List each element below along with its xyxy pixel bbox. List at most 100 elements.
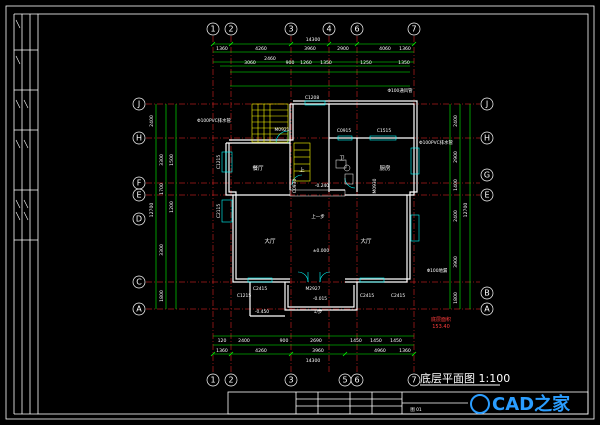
axis-right-A: A xyxy=(484,305,490,314)
dims-left: 2400 3300 1500 1700 1200 3300 1800 12700 xyxy=(149,115,175,302)
axis-markers-top xyxy=(206,22,421,36)
sheet-frame xyxy=(5,5,595,420)
dim-left-4: 1200 xyxy=(169,201,175,213)
note-drain-2: Φ100PVC排水管 xyxy=(419,139,453,146)
axis-bottom-5: 5 xyxy=(342,376,347,385)
tag-c1215-b: C1215 xyxy=(237,293,251,299)
title-block xyxy=(227,391,589,415)
brand-ring-icon xyxy=(470,394,490,414)
title-block-cell: 图 01 xyxy=(410,407,422,413)
stairs xyxy=(251,103,311,182)
axis-top-6: 6 xyxy=(354,25,359,34)
room-living-left: 大厅 xyxy=(264,237,276,245)
dim-top-r2-2: 900 xyxy=(286,60,295,66)
note-drain-1: Φ100PVC排水管 xyxy=(197,117,231,124)
tag-c0930: C0930 xyxy=(292,179,298,193)
dim-top-r2-5: 1250 xyxy=(360,60,372,66)
dim-top-r1-1: 4260 xyxy=(255,46,267,52)
axis-top-1: 1 xyxy=(210,25,215,34)
dim-bottom-r1-2: 3960 xyxy=(312,348,324,354)
dim-top-r1-2: 3960 xyxy=(304,46,316,52)
axis-top-2: 2 xyxy=(228,25,233,34)
axis-right-J: J xyxy=(485,100,488,109)
dim-bottom-r2-1: 2400 xyxy=(238,338,250,344)
axis-markers-left xyxy=(132,97,146,316)
dimension-ticks xyxy=(210,41,417,357)
tag-c1215: C1215 xyxy=(216,155,222,169)
dim-top-r1-3: 2900 xyxy=(337,46,349,52)
dim-top-r1-5: 1360 xyxy=(399,46,411,52)
axis-left-F: F xyxy=(137,179,142,188)
dim-bottom-r2-5: 1450 xyxy=(370,338,382,344)
dim-top-total: 14300 xyxy=(306,37,321,43)
axis-left-H: H xyxy=(136,134,142,143)
tag-step: 1/步 xyxy=(314,309,323,315)
dim-bottom-r2-6: 1450 xyxy=(390,338,402,344)
windows xyxy=(221,100,420,283)
room-storage: 上一步 xyxy=(311,213,325,220)
dim-left-2: 1500 xyxy=(169,154,175,166)
dim-right-5: 1800 xyxy=(453,292,459,304)
axis-bottom-7: 7 xyxy=(411,376,416,385)
axis-top-4: 4 xyxy=(326,25,331,34)
note-vent: Φ100通风管 xyxy=(387,87,413,94)
dim-top-r2-1: 2460 xyxy=(264,56,276,62)
axis-right-G: G xyxy=(484,171,490,180)
area-label: 底层面积 xyxy=(431,316,451,323)
dim-top-r2-3: 1260 xyxy=(300,60,312,66)
tag-c0915: C0915 xyxy=(337,128,351,134)
dim-bottom-r2-4: 1450 xyxy=(350,338,362,344)
tag-m0930: M0930 xyxy=(372,178,378,193)
axis-right-E: E xyxy=(484,191,489,200)
dim-top-r2-6: 1350 xyxy=(398,60,410,66)
plan-title: 底层平面图 1:100 xyxy=(420,371,510,385)
dim-top-r2-0: 3060 xyxy=(244,60,256,66)
tag-c2115: C2115 xyxy=(216,204,222,218)
level-porch: -0.015 xyxy=(313,296,327,302)
dim-top-r2-4: 1350 xyxy=(320,60,332,66)
doors xyxy=(275,130,356,283)
dim-top-r1-4: 4060 xyxy=(379,46,391,52)
dim-top-r1-0: 1360 xyxy=(216,46,228,52)
axis-top-3: 3 xyxy=(288,25,293,34)
axis-bottom-2: 2 xyxy=(228,376,233,385)
dimension-lines xyxy=(155,43,471,355)
axis-markers-bottom xyxy=(206,373,421,387)
axis-right-B: B xyxy=(484,289,490,298)
dim-left-total: 12700 xyxy=(149,203,155,218)
dims-right: 2400 2900 1400 2400 3900 1800 12700 xyxy=(453,115,469,304)
area-value: 153.40 xyxy=(432,324,450,330)
fixtures xyxy=(289,159,354,197)
room-dining: 餐厅 xyxy=(252,164,264,172)
axis-left-C: C xyxy=(136,278,142,287)
tag-c2415-c: C2415 xyxy=(391,293,405,299)
dim-bottom-r1-3: 4960 xyxy=(374,348,386,354)
axis-bottom-1: 1 xyxy=(210,376,215,385)
dim-left-6: 1800 xyxy=(159,290,165,302)
level-low: -0.450 xyxy=(255,309,269,315)
dim-bottom-r1-4: 1360 xyxy=(399,348,411,354)
dim-bottom-r2-0: 120 xyxy=(218,338,227,344)
brand-name: CAD之家 xyxy=(492,393,571,415)
dim-left-3: 1700 xyxy=(159,183,165,195)
axis-top-7: 7 xyxy=(411,25,416,34)
dim-bottom-total: 14300 xyxy=(306,358,321,364)
axis-bottom-6: 6 xyxy=(354,376,359,385)
dim-left-5: 3300 xyxy=(159,244,165,256)
dim-bottom-r2-3: 2690 xyxy=(310,338,322,344)
dim-left-1: 3300 xyxy=(159,154,165,166)
dim-bottom-r1-0: 1360 xyxy=(216,348,228,354)
axis-left-J: J xyxy=(137,100,140,109)
tag-c2415-a: C2415 xyxy=(253,286,267,292)
axis-markers-right xyxy=(480,97,494,316)
level-kitchen: -0.240 xyxy=(315,183,329,189)
axis-left-A: A xyxy=(136,305,142,314)
room-kitchen: 厨房 xyxy=(379,164,391,172)
room-living-right: 大厅 xyxy=(360,237,372,245)
dim-right-2: 1400 xyxy=(453,179,459,191)
axis-bottom-3: 3 xyxy=(288,376,293,385)
side-text-marks xyxy=(15,19,29,221)
tag-c1208: C1208 xyxy=(305,95,319,101)
room-wc: 卫 xyxy=(339,155,345,162)
